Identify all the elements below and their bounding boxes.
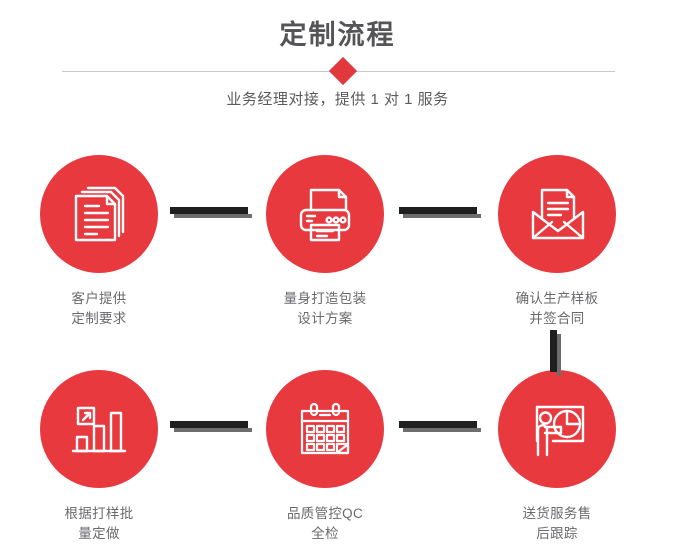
connector-shadow [174,214,252,218]
connector-step3-step6 [550,330,561,376]
printer-icon [289,178,361,250]
flow-step-3-icon-circle [498,155,616,273]
connector-shadow [557,334,561,376]
connector-shadow [403,428,481,432]
connector-step2-step3 [399,207,481,218]
connector-bar [550,330,557,372]
bar-chart-growth-icon [63,393,135,465]
flow-step-6-label: 送货服务售 后跟踪 [522,506,592,541]
flow-step-1-icon-circle [40,155,158,273]
flow-step-4[interactable]: 根据打样批 量定做 [24,370,174,544]
flow-step-6[interactable]: 送货服务售 后跟踪 [482,370,632,544]
connector-step5-step6 [399,421,481,432]
presenter-piechart-icon [521,393,593,465]
documents-stack-icon [63,178,135,250]
flow-step-5-label: 品质管控QC 全检 [286,506,364,541]
flow-step-3[interactable]: 确认生产样板 并签合同 [482,155,632,329]
connector-step1-step2 [170,207,252,218]
flow-step-4-icon-circle [40,370,158,488]
connector-shadow [174,428,252,432]
flow-step-4-label: 根据打样批 量定做 [64,506,134,541]
header-divider [62,56,615,86]
connector-bar [399,421,477,428]
connector-shadow [403,214,481,218]
flow-step-1[interactable]: 客户提供 定制要求 [24,155,174,329]
flow-step-5[interactable]: 品质管控QC 全检 [250,370,400,544]
connector-bar [170,421,248,428]
page-title: 定制流程 [279,20,396,50]
flow-step-3-label: 确认生产样板 并签合同 [515,291,599,326]
open-envelope-letter-icon [521,178,593,250]
calendar-icon [289,393,361,465]
connector-bar [170,207,248,214]
flow-step-1-label: 客户提供 定制要求 [71,291,127,326]
flow-step-6-icon-circle [498,370,616,488]
connector-step4-step5 [170,421,252,432]
page-subtitle: 业务经理对接，提供 1 对 1 服务 [226,91,449,108]
flow-step-2-label: 量身打造包装 设计方案 [283,291,367,326]
page-header: 定制流程 业务经理对接，提供 1 对 1 服务 [0,0,675,130]
flow-step-2-icon-circle [266,155,384,273]
flow-step-2[interactable]: 量身打造包装 设计方案 [250,155,400,329]
flow-step-5-icon-circle [266,370,384,488]
connector-bar [399,207,477,214]
